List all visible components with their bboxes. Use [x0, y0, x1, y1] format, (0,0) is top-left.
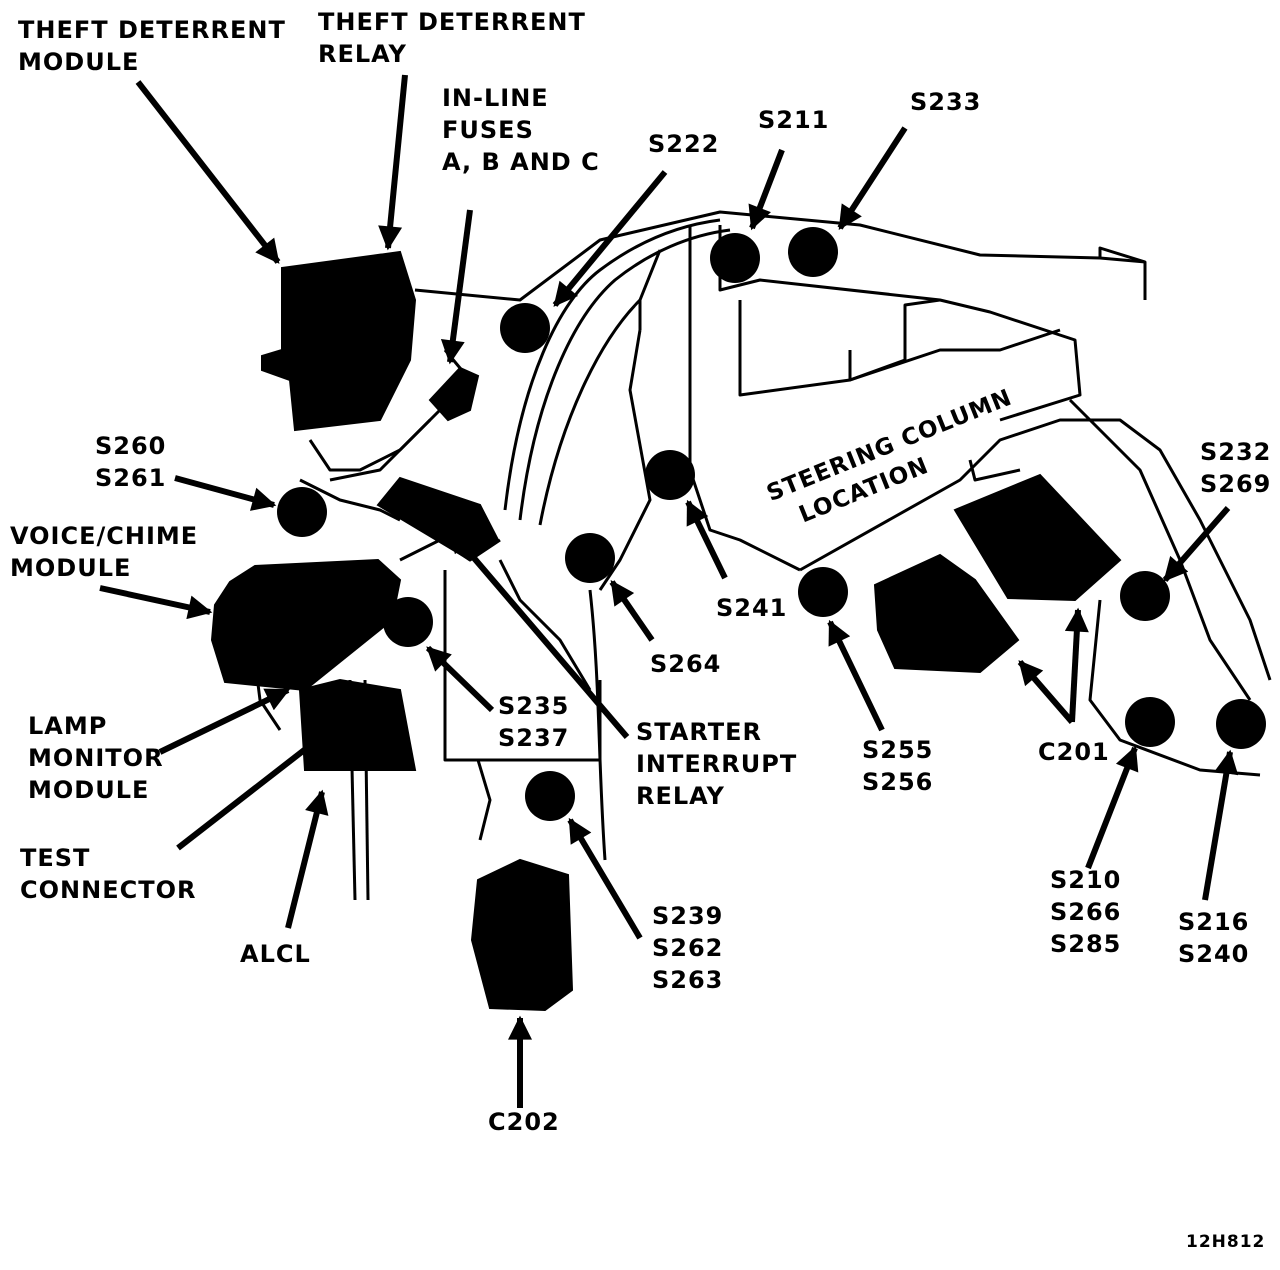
inline-fuse-shape — [428, 366, 480, 422]
label-s264: S264 — [650, 650, 722, 678]
splice-s233 — [788, 227, 838, 277]
splice-s235-s237 — [383, 597, 433, 647]
label-theft-deterrent-module: THEFT DETERRENT MODULE — [18, 16, 286, 76]
label-alcl: ALCL — [240, 940, 311, 968]
dash-structure — [248, 210, 1272, 901]
arrow-lamp-monitor — [158, 687, 291, 755]
splice-s222 — [500, 303, 550, 353]
arrow-s233 — [837, 126, 908, 231]
c201-connector-b-shape — [873, 553, 1020, 674]
arrow-c201-right — [1064, 607, 1089, 723]
arrow-theft-relay — [378, 74, 408, 251]
arrow-starter-relay — [447, 528, 630, 739]
arrow-s216 — [1202, 749, 1239, 901]
label-s239-s262-s263: S239 S262 S263 — [652, 902, 724, 994]
arrow-s241 — [685, 499, 728, 580]
label-s255-s256: S255 S256 — [862, 736, 934, 796]
label-s232-s269: S232 S269 — [1200, 438, 1272, 498]
arrow-c201-left — [1017, 660, 1075, 724]
label-s235-s237: S235 S237 — [498, 692, 570, 752]
arrow-s211 — [748, 148, 785, 231]
label-s210-s266-s285: S210 S266 S285 — [1050, 866, 1122, 958]
arrow-alcl — [285, 789, 329, 929]
label-inline-fuses: IN-LINE FUSES A, B AND C — [442, 84, 600, 176]
arrow-s264 — [609, 580, 655, 642]
label-test-connector: TEST CONNECTOR — [20, 844, 197, 904]
arrow-voice-chime — [99, 585, 213, 620]
splice-s239-group — [525, 771, 575, 821]
label-s222: S222 — [648, 130, 720, 158]
arrow-s232 — [1162, 506, 1231, 582]
voice-chime-module-shape — [210, 558, 402, 692]
theft-deterrent-module-shape — [261, 250, 417, 432]
lamp-monitor-module-shape — [298, 678, 417, 771]
splice-s260-s261 — [277, 487, 327, 537]
splice-s210-group — [1125, 697, 1175, 747]
label-c201: C201 — [1038, 738, 1110, 766]
components — [210, 250, 1122, 1012]
label-theft-deterrent-relay: THEFT DETERRENT RELAY — [318, 8, 586, 68]
splice-dots — [277, 227, 1266, 821]
arrow-s235 — [425, 645, 495, 713]
label-starter-interrupt-relay: STARTER INTERRUPT RELAY — [636, 718, 798, 810]
arrow-s255 — [827, 619, 885, 732]
arrow-inline-fuses — [440, 209, 473, 365]
arrow-s222 — [552, 170, 668, 307]
splice-s264 — [565, 533, 615, 583]
label-c202: C202 — [488, 1108, 560, 1136]
label-voice-chime-module: VOICE/CHIME MODULE — [10, 522, 199, 582]
leader-arrows — [99, 74, 1239, 1108]
arrow-theft-module — [135, 80, 281, 264]
c202-connector-shape — [470, 858, 574, 1012]
label-lamp-monitor-module: LAMP MONITOR MODULE — [28, 712, 164, 804]
splice-s241 — [645, 450, 695, 500]
arrow-test-connector — [176, 727, 332, 851]
label-s233: S233 — [910, 88, 982, 116]
splice-s232-s269 — [1120, 571, 1170, 621]
c201-connector-a-shape — [953, 473, 1122, 602]
splice-s255-s256 — [798, 567, 848, 617]
arrow-s210 — [1085, 745, 1139, 870]
figure-code: 12H812 — [1186, 1232, 1266, 1252]
splice-s211 — [710, 233, 760, 283]
label-s211: S211 — [758, 106, 830, 134]
label-s241: S241 — [716, 594, 788, 622]
arrow-s239 — [567, 817, 643, 940]
label-s216-s240: S216 S240 — [1178, 908, 1250, 968]
arrow-s260 — [174, 475, 277, 511]
label-s260-s261: S260 S261 — [95, 432, 167, 492]
splice-s216-s240 — [1216, 699, 1266, 749]
